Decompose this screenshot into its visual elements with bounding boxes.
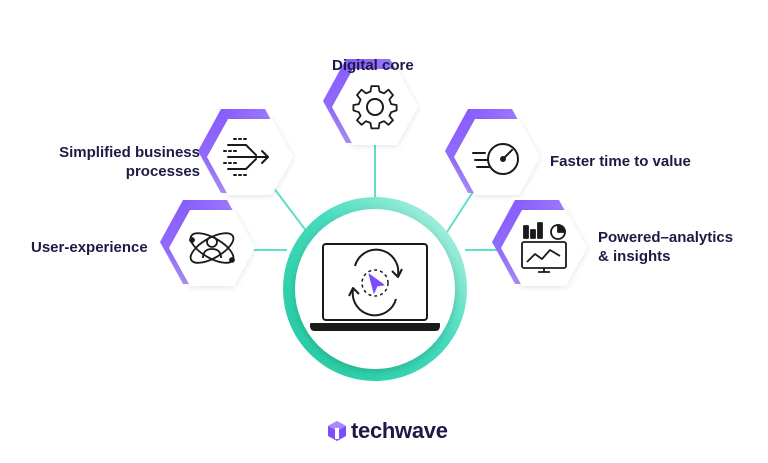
node-powered: [492, 200, 587, 286]
brand: techwave: [327, 418, 448, 444]
node-digital-core: [323, 59, 418, 145]
node-faster: [445, 109, 540, 195]
atom-user-icon: [189, 232, 235, 264]
label-simplified-line2: processes: [125, 163, 200, 180]
label-powered-line1: Powered–analytics: [598, 229, 734, 246]
label-faster: Faster time to value: [550, 153, 691, 170]
label-powered: Powered–analytics & insights: [598, 228, 733, 266]
node-user-experience: [160, 200, 255, 286]
center-hub: [283, 197, 467, 381]
analytics-dashboard-icon: [521, 222, 567, 273]
label-digital-core: Digital core: [332, 57, 414, 74]
label-powered-line2: & insights: [598, 248, 671, 265]
merge-arrows-icon: [223, 138, 269, 176]
label-simplified-line1: Simplified business: [59, 144, 200, 161]
brand-name: techwave: [351, 418, 448, 443]
techwave-logo-icon: [328, 421, 346, 441]
node-simplified: [198, 109, 293, 195]
label-simplified: Simplified business processes: [58, 143, 200, 181]
label-user-experience: User-experience: [31, 239, 148, 256]
laptop-refresh-icon: [310, 243, 440, 331]
speedometer-icon: [472, 143, 519, 175]
connector-simplified: [269, 182, 308, 233]
gear-icon: [352, 85, 398, 130]
